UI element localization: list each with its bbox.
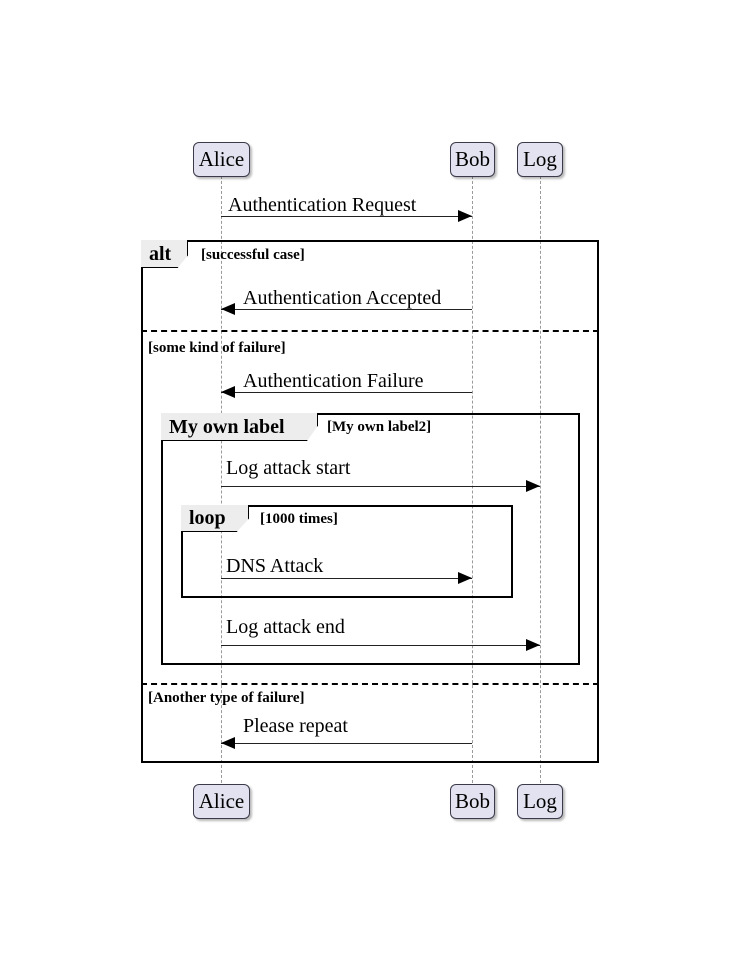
message-label-authentication-accepted: Authentication Accepted	[243, 287, 442, 309]
fragment-operator-label: alt	[149, 242, 172, 265]
lifeline-bob	[472, 176, 473, 783]
participant-label: Bob	[454, 147, 490, 171]
participant-label: Alice	[198, 147, 245, 171]
fragment-divider-alt-2	[141, 683, 599, 685]
participant-label: Log	[523, 147, 557, 171]
participant-log-top[interactable]: Log	[517, 142, 563, 177]
participant-bob-bottom[interactable]: Bob	[450, 784, 495, 819]
fragment-operator-label: My own label	[169, 415, 285, 438]
participant-bob-top[interactable]: Bob	[450, 142, 495, 177]
message-arrowhead-dns-attack	[458, 571, 472, 584]
fragment-operator-label: loop	[189, 507, 226, 529]
message-arrowhead-log-attack-end	[526, 638, 540, 651]
message-arrowhead-please-repeat	[221, 736, 235, 749]
message-label-log-attack-end: Log attack end	[226, 616, 345, 638]
lifeline-log	[540, 176, 541, 783]
fragment-loop	[181, 505, 513, 598]
fragment-divider-alt-1	[141, 330, 599, 332]
fragment-operator-tab-loop: loop	[181, 505, 249, 532]
fragment-my-own-label	[161, 413, 580, 665]
message-line-log-attack-end	[221, 645, 540, 646]
message-label-authentication-failure: Authentication Failure	[243, 370, 424, 392]
fragment-guard-1000-times: [1000 times]	[260, 511, 338, 527]
participant-label: Alice	[198, 789, 245, 813]
fragment-alt	[141, 240, 599, 763]
fragment-guard-another-type-of-failure: [Another type of failure]	[148, 690, 305, 706]
fragment-operator-tab-my-own-label: My own label	[161, 413, 318, 441]
participant-alice-top[interactable]: Alice	[193, 142, 250, 177]
message-line-please-repeat	[221, 743, 472, 744]
fragment-guard-some-kind-of-failure: [some kind of failure]	[148, 340, 286, 356]
participant-log-bottom[interactable]: Log	[517, 784, 563, 819]
message-label-please-repeat: Please repeat	[243, 715, 348, 737]
participant-label: Bob	[454, 789, 490, 813]
message-arrowhead-authentication-accepted	[221, 302, 235, 315]
message-arrowhead-authentication-request	[458, 209, 472, 222]
message-arrowhead-log-attack-start	[526, 479, 540, 492]
message-line-authentication-accepted	[221, 309, 472, 310]
participant-label: Log	[523, 789, 557, 813]
message-line-log-attack-start	[221, 486, 540, 487]
message-line-dns-attack	[221, 578, 472, 579]
fragment-guard-my-own-label2: [My own label2]	[327, 419, 432, 435]
message-label-authentication-request: Authentication Request	[228, 194, 417, 216]
message-line-authentication-failure	[221, 392, 472, 393]
fragment-guard-successful-case: [successful case]	[201, 247, 305, 263]
participant-alice-bottom[interactable]: Alice	[193, 784, 250, 819]
lifeline-alice	[221, 176, 222, 783]
message-label-dns-attack: DNS Attack	[226, 555, 324, 577]
message-label-log-attack-start: Log attack start	[226, 457, 351, 479]
message-arrowhead-authentication-failure	[221, 385, 235, 398]
message-line-authentication-request	[221, 216, 472, 217]
fragment-operator-tab-alt: alt	[141, 240, 188, 268]
